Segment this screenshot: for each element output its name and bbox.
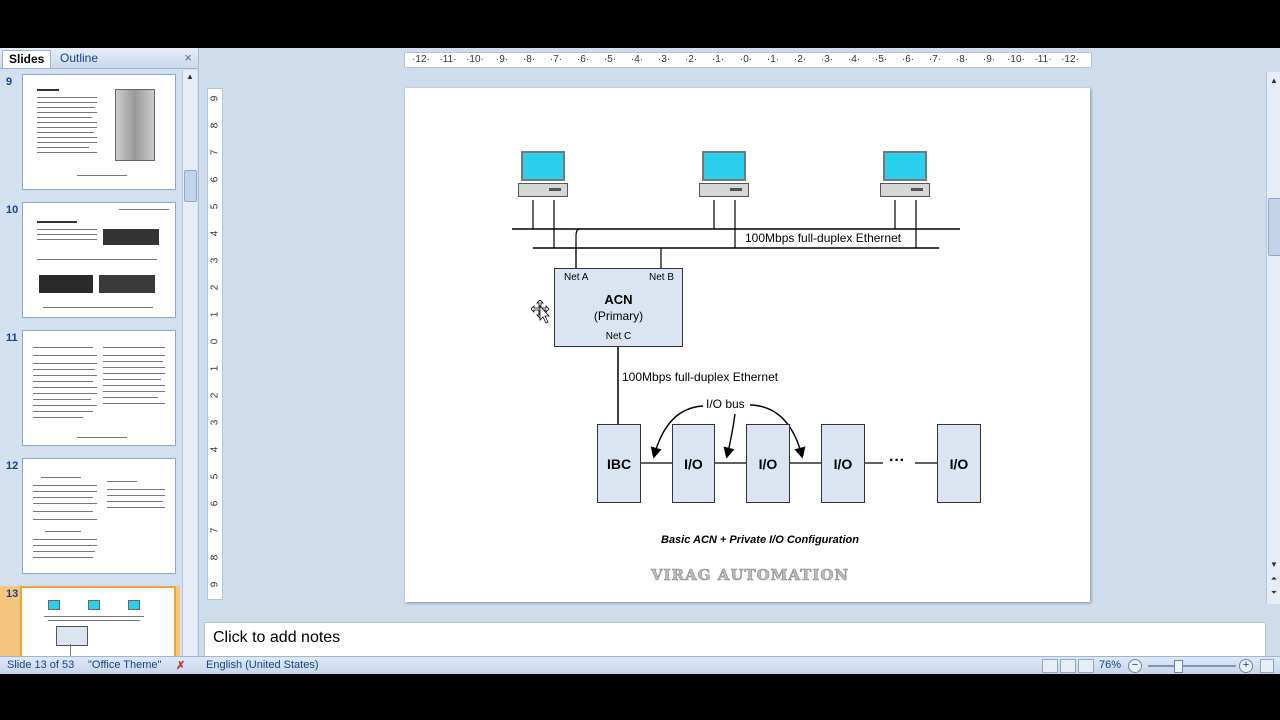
slide-sorter-view-icon[interactable]: [1060, 659, 1076, 673]
ethernet-label-top: 100Mbps full-duplex Ethernet: [745, 231, 902, 245]
io-module-box[interactable]: I/O: [821, 424, 865, 503]
theme-name: "Office Theme": [88, 659, 162, 671]
diagram-caption: Basic ACN + Private I/O Configuration: [661, 534, 859, 546]
fit-to-window-icon[interactable]: [1260, 659, 1274, 673]
powerpoint-window: Slides Outline × 9: [0, 48, 1280, 674]
thumbnails-scrollbar[interactable]: ▲: [182, 70, 197, 656]
ethernet-label-bottom: 100Mbps full-duplex Ethernet: [622, 370, 779, 384]
next-slide-icon[interactable]: ⏷: [1270, 588, 1278, 597]
close-pane-icon[interactable]: ×: [184, 50, 192, 65]
previous-slide-icon[interactable]: ⏶: [1270, 574, 1278, 583]
io-module-box[interactable]: I/O: [672, 424, 715, 503]
thumbnail-number: 10: [6, 204, 19, 216]
workstation-icon: [518, 151, 568, 199]
acn-title: ACN: [604, 292, 633, 307]
tab-outline[interactable]: Outline: [60, 51, 99, 65]
notes-placeholder[interactable]: Click to add notes: [213, 629, 341, 646]
acn-subtitle: (Primary): [593, 309, 644, 323]
pane-tabs: Slides Outline ×: [0, 48, 198, 69]
slide-thumbnail[interactable]: [22, 74, 176, 190]
acn-box[interactable]: Net A Net B ACN (Primary) Net C: [554, 268, 683, 347]
net-b-label: Net B: [649, 272, 675, 283]
thumbnail-row-selected[interactable]: 13: [0, 586, 180, 656]
slides-pane: Slides Outline × 9: [0, 48, 199, 656]
zoom-slider[interactable]: [1148, 665, 1236, 667]
slide-canvas[interactable]: 100Mbps full-duplex Ethernet Net A Net B…: [405, 88, 1090, 602]
language-status[interactable]: English (United States): [206, 659, 319, 671]
thumbnail-row[interactable]: 11: [0, 330, 180, 448]
zoom-out-icon[interactable]: −: [1128, 659, 1142, 673]
zoom-level[interactable]: 76%: [1099, 659, 1122, 671]
scroll-up-icon[interactable]: ▲: [186, 72, 194, 81]
zoom-slider-handle[interactable]: [1174, 660, 1183, 673]
thumbnail-row[interactable]: 9: [0, 74, 180, 192]
io-module-box[interactable]: I/O: [746, 424, 790, 503]
horizontal-ruler: ·12· ·11· ·10· ·9· ·8· ·7· ·6· ·5· ·4· ·…: [404, 52, 1092, 68]
scroll-thumb[interactable]: [184, 170, 197, 202]
slide-thumbnail[interactable]: [22, 202, 176, 318]
slide-thumbnail[interactable]: [20, 586, 176, 656]
slide-thumbnail[interactable]: [22, 458, 176, 574]
spelling-check-icon[interactable]: ✗: [176, 660, 186, 672]
diagram-lines: [512, 200, 960, 464]
workstation-icon: [699, 151, 749, 199]
scroll-thumb[interactable]: [1268, 198, 1280, 256]
vertical-ruler: 9 8 7 6 5 4 3 2 1 0 1 2 3 4 5 6 7 8 9: [207, 88, 223, 600]
slide-scrollbar[interactable]: ▲ ▼ ⏶ ⏷: [1266, 72, 1280, 604]
normal-view-icon[interactable]: [1042, 659, 1058, 673]
zoom-in-icon[interactable]: +: [1239, 659, 1253, 673]
scroll-up-icon[interactable]: ▲: [1270, 76, 1278, 85]
thumbnail-number: 11: [6, 332, 18, 344]
thumbnail-number: 13: [6, 588, 19, 600]
slide-counter: Slide 13 of 53: [7, 659, 75, 671]
net-a-label: Net A: [564, 272, 589, 283]
workstation-icon: [880, 151, 930, 199]
notes-pane[interactable]: Click to add notes: [204, 622, 1266, 658]
slide-thumbnail[interactable]: [22, 330, 176, 446]
tab-slides[interactable]: Slides: [2, 50, 52, 68]
io-bus-label: I/O bus: [706, 397, 745, 411]
io-module-box[interactable]: I/O: [937, 424, 981, 503]
scroll-down-icon[interactable]: ▼: [1270, 560, 1278, 569]
thumbnail-number: 9: [6, 76, 13, 88]
net-c-label: Net C: [605, 331, 632, 342]
slide-thumbnails: 9: [0, 70, 180, 656]
ellipsis: ···: [889, 452, 905, 469]
status-bar: Slide 13 of 53 "Office Theme" ✗ English …: [0, 656, 1280, 674]
thumbnail-row[interactable]: 10: [0, 202, 180, 320]
slideshow-view-icon[interactable]: [1078, 659, 1094, 673]
thumbnail-row[interactable]: 12: [0, 458, 180, 576]
ibc-box[interactable]: IBC: [597, 424, 641, 503]
move-cursor-icon: [531, 300, 550, 324]
thumbnail-number: 12: [6, 460, 19, 472]
watermark: VIRAG AUTOMATION: [651, 566, 850, 585]
